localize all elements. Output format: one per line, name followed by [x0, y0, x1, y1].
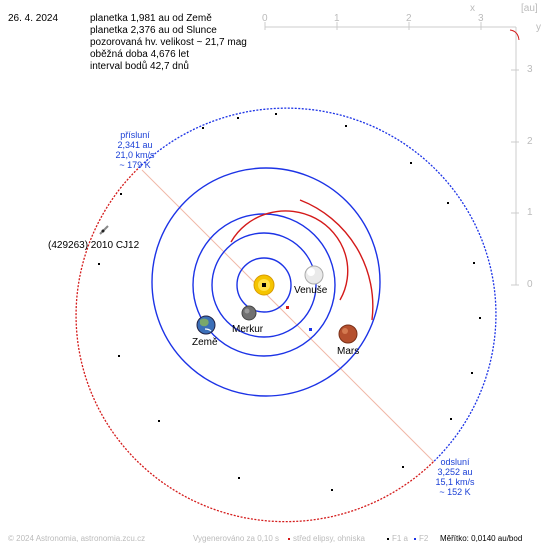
legend-center-dot [288, 538, 290, 540]
info-magnitude: pozorovaná hv. velikost ~ 21,7 mag [90, 37, 247, 48]
right-tick-0: 0 [527, 279, 533, 290]
perihelion-distance: 2,341 au [117, 140, 153, 150]
orbit-highlight-arc [230, 210, 349, 301]
perihelion-speed: 21,0 km/s [115, 150, 155, 160]
unit-label: [au] [521, 3, 538, 14]
scale-label: Měřítko: 0,0140 au/bod [440, 534, 523, 543]
mercury-orbit [236, 257, 292, 313]
aphelion-info: odsluní 3,252 au 15,1 km/s ~ 152 K [426, 457, 484, 497]
asteroid-orbit-points [98, 113, 481, 491]
earth-label: Země [192, 337, 218, 348]
info-sun-distance: planetka 2,376 au od Slunce [90, 25, 217, 36]
earth-icon [196, 315, 216, 335]
date-label: 26. 4. 2024 [8, 13, 59, 24]
right-tick-1: 1 [527, 207, 533, 218]
right-tick-3: 3 [527, 64, 533, 75]
mars-icon [338, 324, 358, 344]
y-axis-label: y [536, 22, 541, 33]
venus-label: Venuše [294, 285, 328, 296]
perihelion-title: přísluní [120, 130, 150, 140]
mars-orbit-highlight [299, 199, 374, 321]
legend-center-label: střed elipsy, ohniska [293, 534, 365, 543]
apsides-line [141, 169, 435, 463]
aphelion-distance: 3,252 au [437, 467, 473, 477]
venus-icon [304, 265, 324, 285]
aphelion-speed: 15,1 km/s [435, 477, 475, 487]
perihelion-temperature: ~ 179 K [119, 160, 151, 170]
copyright-text: © 2024 Astronomia, astronomia.zcu.cz [8, 534, 146, 543]
asteroid-orbit-near [75, 167, 434, 523]
asteroid-info: planetka 1,981 au od Země planetka 2,376… [90, 13, 247, 73]
asteroid-name: (429263) 2010 CJ12 [48, 240, 140, 251]
mercury-icon [241, 305, 257, 321]
top-tick-3: 3 [478, 13, 484, 24]
top-tick-1: 1 [334, 13, 340, 24]
perihelion-info: přísluní 2,341 au 21,0 km/s ~ 179 K [106, 130, 164, 170]
mars-label: Mars [337, 346, 360, 357]
top-tick-0: 0 [262, 13, 268, 24]
axis-corner-arc [509, 29, 520, 41]
right-tick-2: 2 [527, 136, 533, 147]
legend-f1-dot [387, 538, 389, 540]
legend-f2-label: F2 [419, 534, 429, 543]
aphelion-title: odsluní [440, 457, 470, 467]
asteroid-marker [99, 225, 109, 235]
focus-f2-marker [309, 328, 312, 331]
top-axis [264, 22, 516, 30]
venus-orbit [211, 232, 317, 338]
right-axis [511, 27, 519, 286]
mercury-label: Merkur [232, 324, 264, 335]
info-interval: interval bodů 42,7 dnů [90, 61, 189, 72]
mars-orbit [151, 167, 381, 397]
asteroid-orbit-far [138, 107, 497, 463]
ellipse-focus-marker [286, 306, 289, 309]
aphelion-temperature: ~ 152 K [439, 487, 471, 497]
generated-time: Vygenerováno za 0,10 s [193, 534, 279, 543]
top-tick-2: 2 [406, 13, 412, 24]
info-earth-distance: planetka 1,981 au od Země [90, 13, 212, 24]
sun-icon [253, 274, 275, 296]
info-period: oběžná doba 4,676 let [90, 49, 189, 60]
legend-f2-dot [414, 538, 416, 540]
x-axis-label: x [470, 3, 475, 14]
legend-f1-label: F1 a [392, 534, 409, 543]
